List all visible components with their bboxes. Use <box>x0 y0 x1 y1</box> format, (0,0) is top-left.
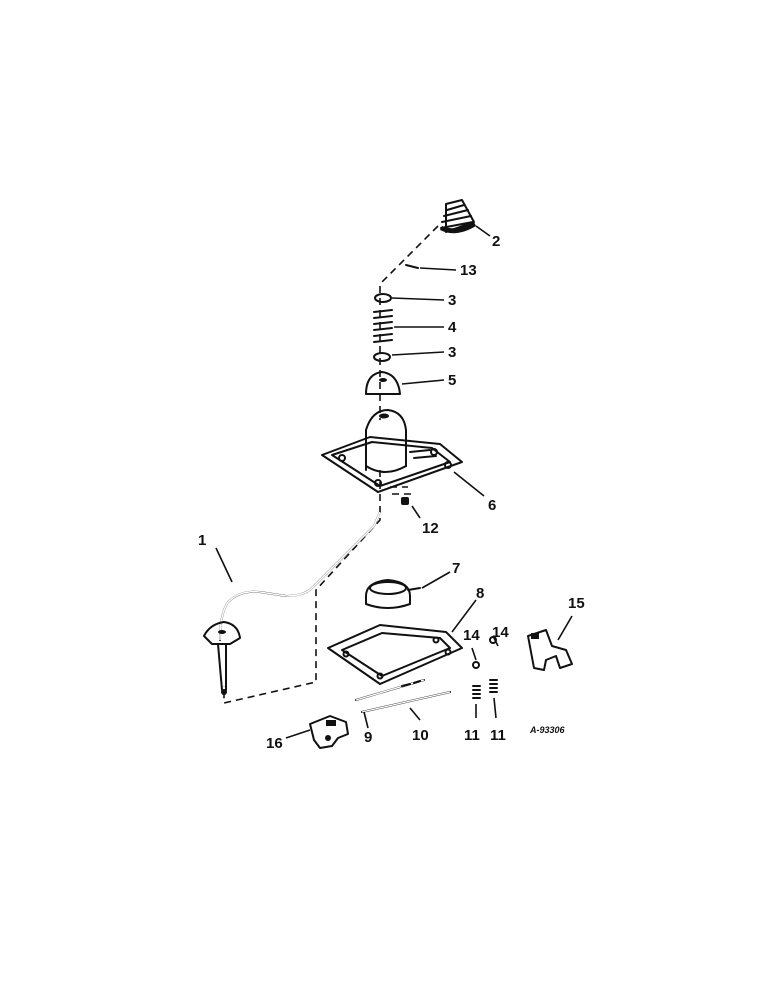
part-knob <box>440 199 476 234</box>
callout-12: 12 <box>422 520 439 537</box>
callout-14-left: 14 <box>463 627 480 644</box>
callout-2: 2 <box>492 233 500 250</box>
part-dome-cap <box>365 371 401 395</box>
part-clamp <box>365 579 421 609</box>
leader-lines <box>215 225 573 739</box>
part-shift-fork-b <box>309 715 349 749</box>
callout-6: 6 <box>488 497 496 514</box>
callout-14-right: 14 <box>492 624 509 641</box>
callout-11-left: 11 <box>464 727 480 744</box>
part-cover-plate <box>321 409 463 493</box>
part-detent-springs <box>472 679 498 699</box>
callout-3-lower: 3 <box>448 344 456 361</box>
callout-5: 5 <box>448 372 456 389</box>
part-shift-rails <box>355 679 451 713</box>
part-washer-lower <box>373 352 391 362</box>
callout-10: 10 <box>412 727 429 744</box>
callout-8: 8 <box>476 585 484 602</box>
part-pin <box>405 264 419 269</box>
part-gasket <box>327 624 463 685</box>
part-shift-lever <box>203 511 381 695</box>
part-shift-fork-a <box>527 629 573 671</box>
callout-7: 7 <box>452 560 460 577</box>
callout-3-upper: 3 <box>448 292 456 309</box>
callout-13: 13 <box>460 262 477 279</box>
callout-16: 16 <box>266 735 283 752</box>
callout-1: 1 <box>198 532 206 549</box>
callout-9: 9 <box>364 729 372 746</box>
callouts: 1 2 13 3 4 3 5 6 12 7 8 14 14 15 16 9 10… <box>198 233 585 752</box>
callout-15: 15 <box>568 595 585 612</box>
part-washer-upper <box>374 293 392 303</box>
callout-4: 4 <box>448 319 457 336</box>
reference-code: A-93306 <box>529 725 566 735</box>
callout-11-right: 11 <box>490 727 506 744</box>
part-plug <box>401 497 409 505</box>
part-spring <box>373 309 393 343</box>
